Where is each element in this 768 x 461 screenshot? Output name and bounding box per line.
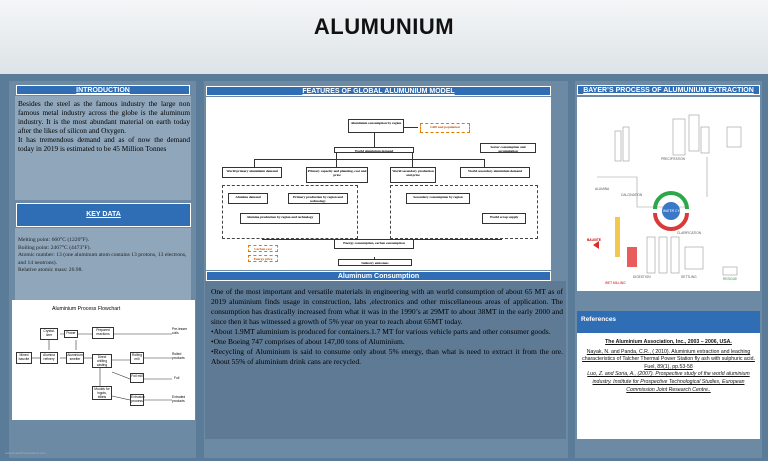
footer-credit: www.PosterPresentations.com <box>5 451 46 455</box>
diagram-box-carbon-cost: Carbon cost <box>248 245 278 252</box>
features-heading: FEATURES OF GLOBAL ALUMUNIUM MODEL <box>206 86 551 96</box>
flowchart-output: Rolled products <box>172 352 185 360</box>
flowchart-box-smelter: Aluminium smelter <box>66 352 84 364</box>
reference-item: Luo, Z. and Soria, A., (2007). Prospecti… <box>587 371 750 393</box>
bayer-label-water-cycle: WATER CYCLE <box>663 209 686 213</box>
key-data-line: Melting point: 660°C (1220°F). <box>18 237 89 243</box>
introduction-paragraph-1: Besides the steel as the famous industry… <box>18 99 190 135</box>
diagram-box-energy: Energy consumption, carbon consumption <box>334 239 414 249</box>
bayer-process-illustration: BAUXITE ALUMINA CALCINATION PRECIPITATIO… <box>577 97 760 291</box>
flowchart-box-extrusion: Extrusion process <box>130 394 145 406</box>
references-heading: References <box>577 311 760 333</box>
diagram-box-consumption-by-region: Aluminium consumption by region <box>348 119 404 133</box>
bayer-label-bauxite: BAUXITE <box>587 238 601 242</box>
flowchart-box-prepared: Prepared reactions <box>92 327 114 339</box>
diagram-box-primary-capacity: Primary capacity and planning, cost and … <box>306 167 368 183</box>
diagram-box-sector-consumption: Sector consumption and accumulation <box>480 143 536 153</box>
diagram-box-industry-emissions: Industry emissions <box>338 259 412 266</box>
introduction-paragraph-2: It has tremendous demand and as of now t… <box>18 135 190 153</box>
flowchart-box-power: Power <box>64 330 78 338</box>
global-aluminium-model-diagram: Aluminium consumption by region GDP and … <box>206 97 551 270</box>
bayer-label-calcination: CALCINATION <box>621 193 643 197</box>
bayer-label-clarification: CLARIFICATION <box>677 231 702 235</box>
diagram-box-gdp: GDP and population <box>420 123 470 133</box>
introduction-heading: INTRODUCTION <box>16 85 190 95</box>
consumption-box <box>205 281 566 439</box>
flowchart-output: Extruded products <box>172 395 186 403</box>
diagram-box-alumina-production: Alumina production by region and technol… <box>240 213 320 224</box>
diagram-box-scrap-supply: World scrap supply <box>482 213 526 224</box>
diagram-box-secondary-consumption: Secondary consumption by region <box>406 193 470 204</box>
flowchart-output: Pre-lesser coils <box>172 327 188 335</box>
flowchart-box-foil-mill: Foil mill <box>130 373 144 383</box>
consumption-paragraph: One of the most important and versatile … <box>211 287 563 326</box>
flowchart-box-moulds: Moulds for ingots, billets <box>92 386 112 400</box>
key-data-line: Atomic number: 13 (one aluminum atom con… <box>18 252 187 266</box>
poster-title: ALUMUNIUM <box>313 14 455 39</box>
flowchart-box-mined-bauxite: Mined bauxite <box>16 352 32 364</box>
consumption-bullet: •About 1.9MT aluminium is produced for c… <box>211 327 551 336</box>
diagram-box-primary-by-region: Primary production by region and technol… <box>288 193 348 204</box>
reference-item: The Aluminium Association, Inc., 2003 – … <box>605 339 732 345</box>
process-flowchart: Aluminium Process Flowchart Crystal-lize… <box>12 300 195 420</box>
bayer-process-heading: BAYER’S PROCESS OF ALUMUNIUM EXTRACTION <box>577 85 760 95</box>
flowchart-box-rolling-mill: Rolling mill <box>130 352 144 364</box>
bayer-label-residue: RESIDUE <box>723 277 738 281</box>
references-list: The Aluminium Association, Inc., 2003 – … <box>580 339 757 394</box>
references-box <box>577 333 760 439</box>
flowchart-box-crystallizer: Crystal-lizer <box>40 328 58 340</box>
flowchart-output: Foil <box>174 376 180 380</box>
header-bar: ALUMUNIUM <box>0 0 768 74</box>
diagram-box-energy-price: Energy price <box>248 255 278 262</box>
bayer-label-wet-milling: WET MILLING <box>605 281 626 285</box>
key-data-text: Melting point: 660°C (1220°F). Boiling p… <box>18 237 190 275</box>
diagram-box-world-demand: World aluminium demand <box>334 147 414 153</box>
consumption-heading: Aluminum Consumption <box>206 271 551 281</box>
key-data-box <box>15 228 191 300</box>
diagram-box-secondary-demand: World secondary aluminium demand <box>460 167 530 178</box>
bayer-label-alumina: ALUMINA <box>595 187 610 191</box>
consumption-bullet: •One Boeing 747 comprises of about 147,0… <box>211 337 405 346</box>
bayer-label-settling: SETTLING <box>681 275 697 279</box>
bayer-label-digestion: DIGESTION <box>633 275 651 279</box>
flowchart-connectors <box>32 333 172 401</box>
flowchart-box-alumina-refinery: Alumina refinery <box>40 352 58 364</box>
introduction-text: Besides the steel as the famous industry… <box>18 99 190 153</box>
flowchart-title: Aluminium Process Flowchart <box>52 306 121 312</box>
secondary-group <box>390 185 538 239</box>
key-data-line: Relative atomic mass: 26.98. <box>18 267 83 273</box>
bayer-process-graphic <box>593 114 742 276</box>
reference-item: Nayak, N. and Panda, C.R., ( 2010). Alum… <box>582 348 755 370</box>
consumption-text: One of the most important and versatile … <box>211 287 563 367</box>
primary-group <box>222 185 358 239</box>
key-data-heading: KEY DATA <box>16 203 191 227</box>
flowchart-box-direct-chill: Direct chilling casting <box>92 354 112 368</box>
diagram-box-secondary-production: World secondary production and price <box>390 167 436 183</box>
consumption-bullet: •Recycling of Aluminium is said to consu… <box>211 347 563 366</box>
bayer-label-precipitation: PRECIPITATION <box>661 157 685 161</box>
diagram-box-alumina-demand: Alumina demand <box>228 193 268 204</box>
diagram-box-world-primary: World primary aluminium demand <box>222 167 282 178</box>
introduction-box <box>15 96 191 200</box>
key-data-line: Boiling point: 2467°C (4473°F). <box>18 244 91 251</box>
